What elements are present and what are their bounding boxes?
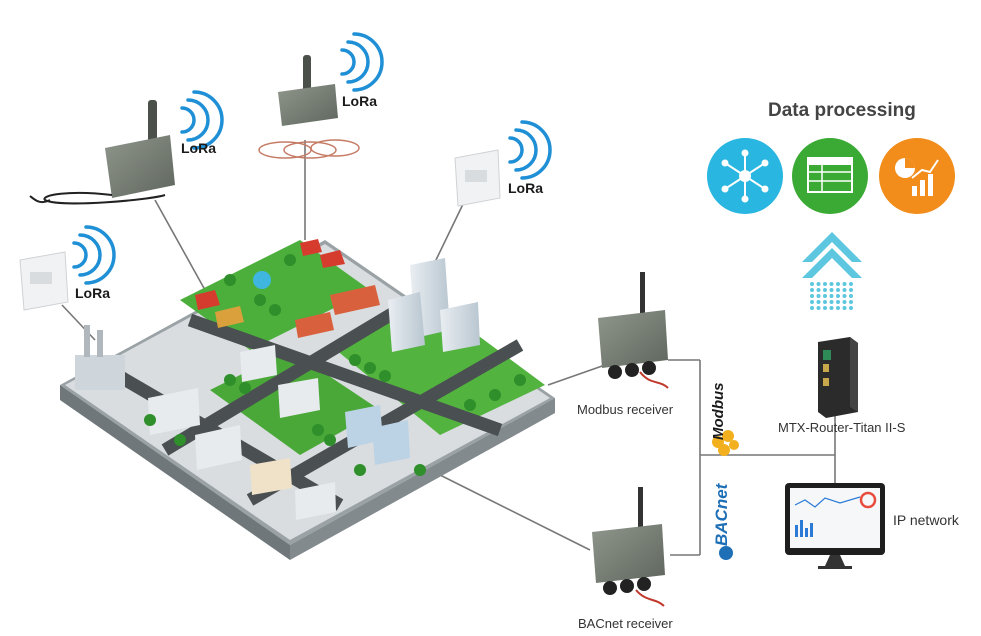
modbus-receiver-device	[598, 272, 669, 389]
wifi-signal-icon	[180, 90, 224, 150]
spreadsheet-icon	[792, 138, 868, 214]
lora-sensor-wall-box	[454, 149, 501, 207]
arrow-dot	[836, 282, 840, 286]
arrow-dot	[849, 306, 853, 310]
lora-sensor-probe-device	[258, 55, 360, 159]
arrow-dot	[810, 282, 814, 286]
modbus-receiver-label: Modbus receiver	[577, 402, 674, 417]
arrow-dot	[842, 288, 847, 292]
arrow-dot	[849, 288, 853, 292]
arrow-dot	[816, 300, 821, 304]
lora-label: LoRa	[75, 285, 110, 301]
arrow-dot	[816, 282, 821, 286]
ip-network-label: IP network	[893, 512, 959, 528]
arrow-dot	[810, 300, 814, 304]
analytics-chart-icon	[879, 138, 955, 214]
arrow-dot	[849, 294, 853, 298]
bacnet-protocol-label: BACnet	[712, 483, 731, 546]
arrow-dot	[823, 282, 827, 286]
arrow-dot	[842, 306, 847, 310]
modbus-protocol-label: Modbus	[710, 382, 727, 441]
lora-label: LoRa	[508, 180, 543, 196]
arrow-dot	[816, 288, 821, 292]
bacnet-receiver-label: BACnet receiver	[578, 616, 673, 631]
arrow-dot	[823, 300, 827, 304]
lora-label: LoRa	[181, 140, 216, 156]
arrow-dot	[836, 288, 840, 292]
router-label: MTX-Router-Titan II-S	[778, 420, 906, 435]
arrow-dot	[836, 300, 840, 304]
arrow-dot	[810, 294, 814, 298]
wifi-signal-icon	[508, 120, 552, 180]
arrow-dot	[816, 294, 821, 298]
arrow-dot	[829, 288, 834, 292]
arrow-dot	[842, 282, 847, 286]
upload-arrow-icon	[802, 232, 862, 310]
wifi-signal-icon	[72, 225, 116, 285]
arrow-dot	[836, 306, 840, 310]
monitor-dashboard	[785, 483, 885, 569]
arrow-dot	[823, 306, 827, 310]
bacnet-receiver-device	[592, 487, 665, 607]
arrow-dot	[842, 294, 847, 298]
arrow-dot	[829, 306, 834, 310]
lora-sensor-antenna-device	[29, 100, 175, 205]
mtx-router-device	[818, 337, 858, 418]
city-illustration	[60, 239, 555, 560]
lora-sensor-wall-box-left	[19, 251, 69, 311]
arrow-dot	[849, 282, 853, 286]
arrow-dot	[816, 306, 821, 310]
network-nodes-icon	[707, 138, 783, 214]
lora-label: LoRa	[342, 93, 377, 109]
connection-lines	[61, 140, 836, 556]
data-processing-title: Data processing	[768, 100, 916, 121]
arrow-dot	[823, 294, 827, 298]
wifi-signal-icon	[340, 32, 384, 92]
arrow-dot	[829, 282, 834, 286]
arrow-dot	[849, 300, 853, 304]
arrow-dot	[810, 288, 814, 292]
arrow-dot	[810, 306, 814, 310]
arrow-dot	[842, 300, 847, 304]
modbus-logo-icon	[712, 430, 739, 456]
bacnet-logo-icon	[719, 546, 733, 560]
arrow-dot	[823, 288, 827, 292]
arrow-dot	[836, 294, 840, 298]
arrow-dot	[829, 294, 834, 298]
arrow-dot	[829, 300, 834, 304]
